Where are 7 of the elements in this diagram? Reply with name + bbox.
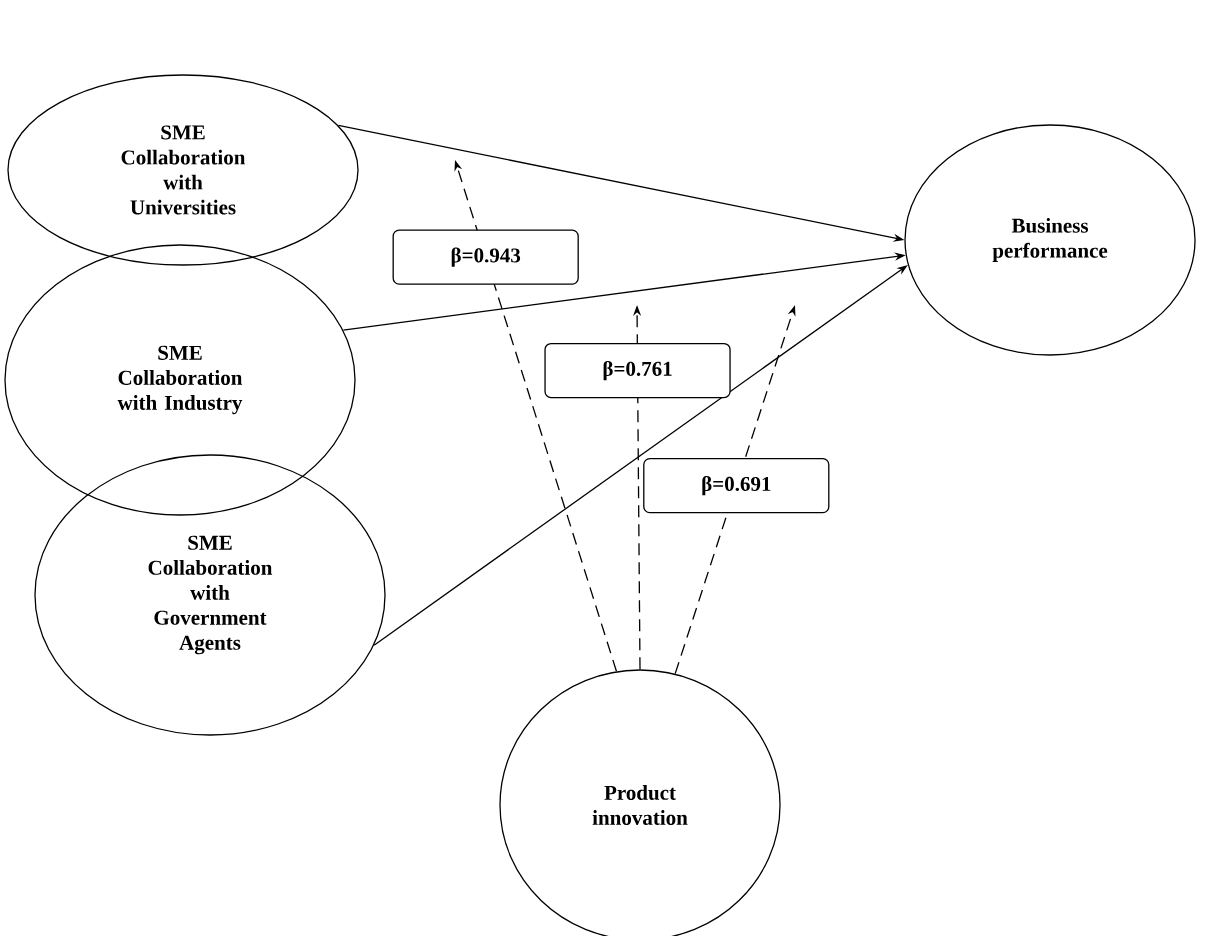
ellipse-node: SME Collaboration with Universities (7, 74, 359, 266)
ellipse-node: SME Collaboration with Government Agents (34, 454, 386, 736)
ellipse-node: Business performance (904, 124, 1196, 356)
edge-label: β=0.761 (544, 342, 731, 399)
edge-label: β=0.691 (643, 458, 830, 514)
edge-label: β=0.943 (392, 229, 579, 285)
ellipse-node: SME Collaboration with Industry (4, 244, 356, 516)
